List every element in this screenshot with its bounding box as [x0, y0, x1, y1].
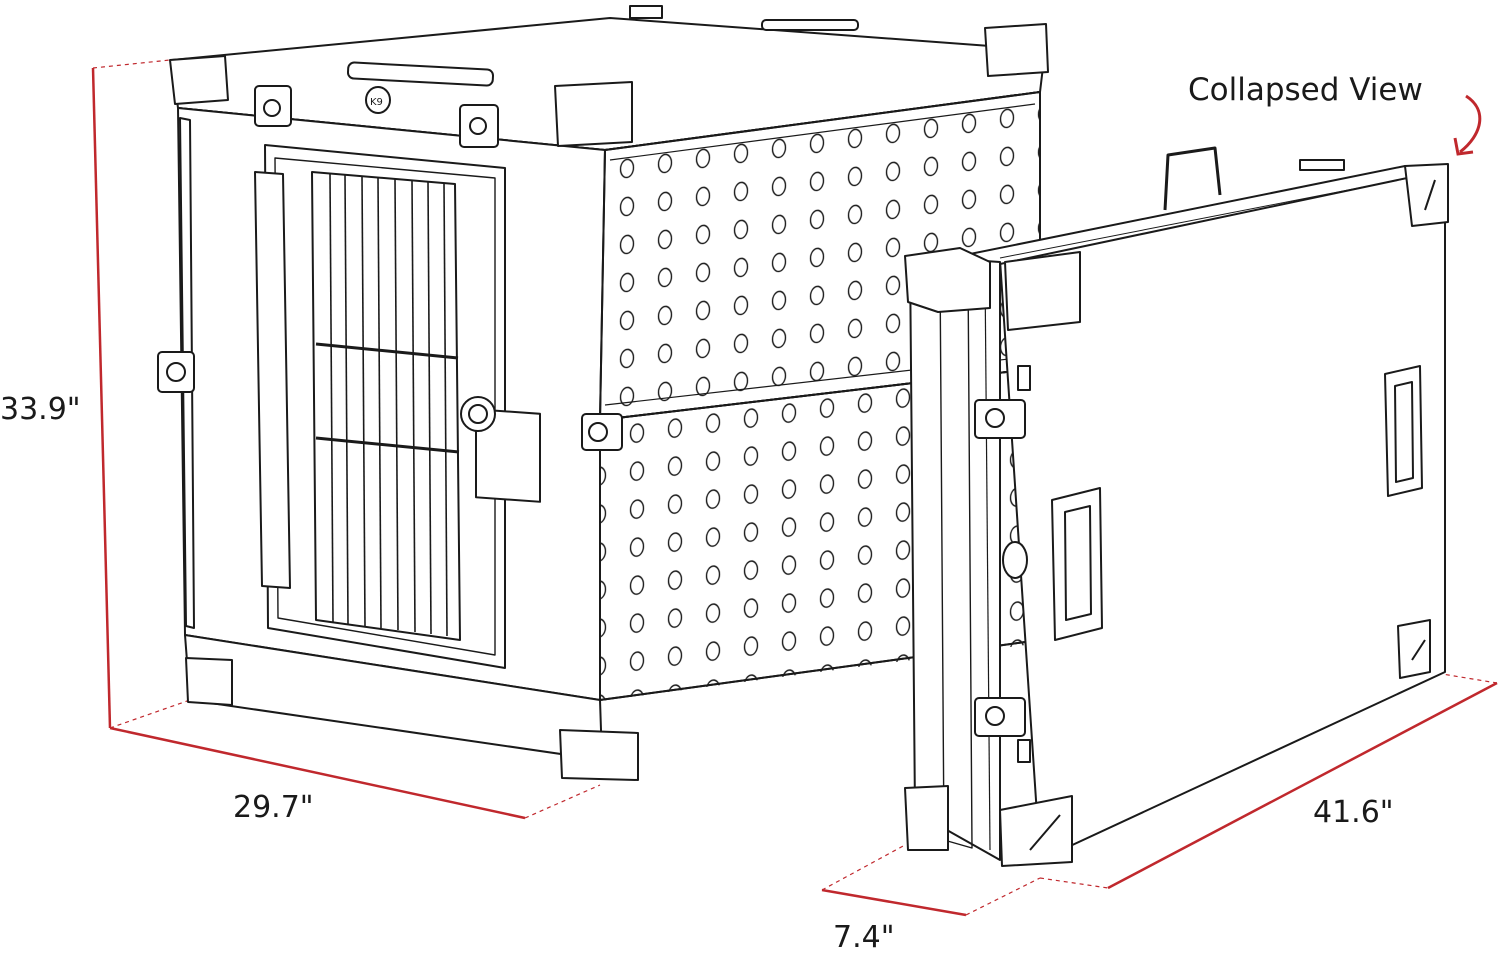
length-dimension-label: 41.6"	[1313, 795, 1394, 830]
width-dimension-label: 29.7"	[233, 790, 314, 825]
collapsed-view-label: Collapsed View	[1188, 72, 1423, 108]
dimension-lines	[91, 59, 1498, 917]
height-dimension-label: 33.9"	[0, 392, 81, 427]
collapsed-crate	[904, 146, 1449, 867]
collapsed-depth-dimension-label: 7.4"	[833, 920, 895, 955]
crate-logo: K9	[370, 97, 383, 108]
